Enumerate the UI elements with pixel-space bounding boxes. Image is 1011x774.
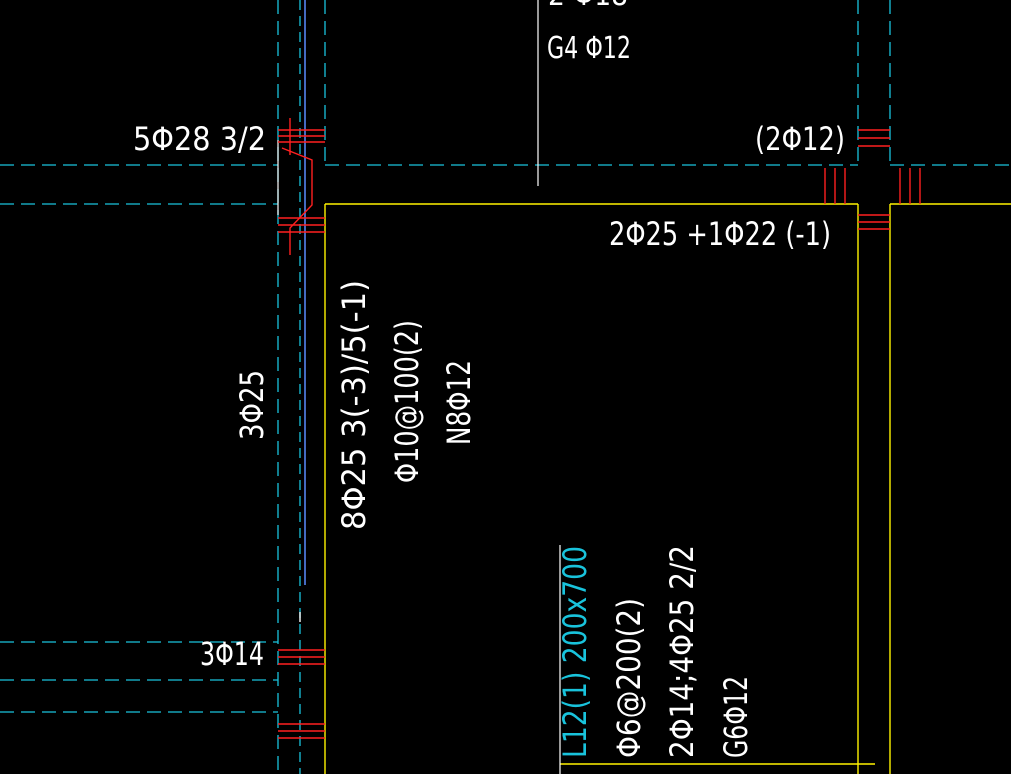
annotation-labels: 2 Φ18 G4 Φ12 5Φ28 3/2 (2Φ12) 2Φ25 +1Φ22 … [133,0,845,758]
rebar-group-left-top [278,118,325,255]
label-g4[interactable]: G4 Φ12 [547,31,631,66]
label-top-partial[interactable]: 2 Φ18 [548,0,628,13]
rebar-marks [278,118,921,739]
label-right-beam-bottom[interactable]: 2Φ25 +1Φ22 (-1) [609,215,831,253]
label-vbeam-stirrup[interactable]: Φ10@100(2) [388,320,426,483]
label-vbeam-bars[interactable]: 8Φ25 3(-3)/5(-1) [335,280,373,530]
label-right-beam-top[interactable]: (2Φ12) [755,120,845,158]
leader-lines [277,0,561,774]
label-l12-bars[interactable]: 2Φ14;4Φ25 2/2 [663,545,701,758]
label-l12-side[interactable]: G6Φ12 [717,676,755,758]
label-vbeam-side[interactable]: N8Φ12 [440,360,478,445]
label-left-beam-bottom[interactable]: 3Φ14 [200,635,264,673]
rebar-group-right-top [824,129,921,230]
label-l12-name[interactable]: L12(1) 200x700 [556,546,594,758]
column-outline [324,203,1011,774]
label-l12-stirrup[interactable]: Φ6@200(2) [610,598,648,758]
rebar-group-left-bottom [278,612,325,739]
label-left-beam-top[interactable]: 5Φ28 3/2 [133,120,266,158]
label-left-col-side[interactable]: 3Φ25 [233,370,271,440]
